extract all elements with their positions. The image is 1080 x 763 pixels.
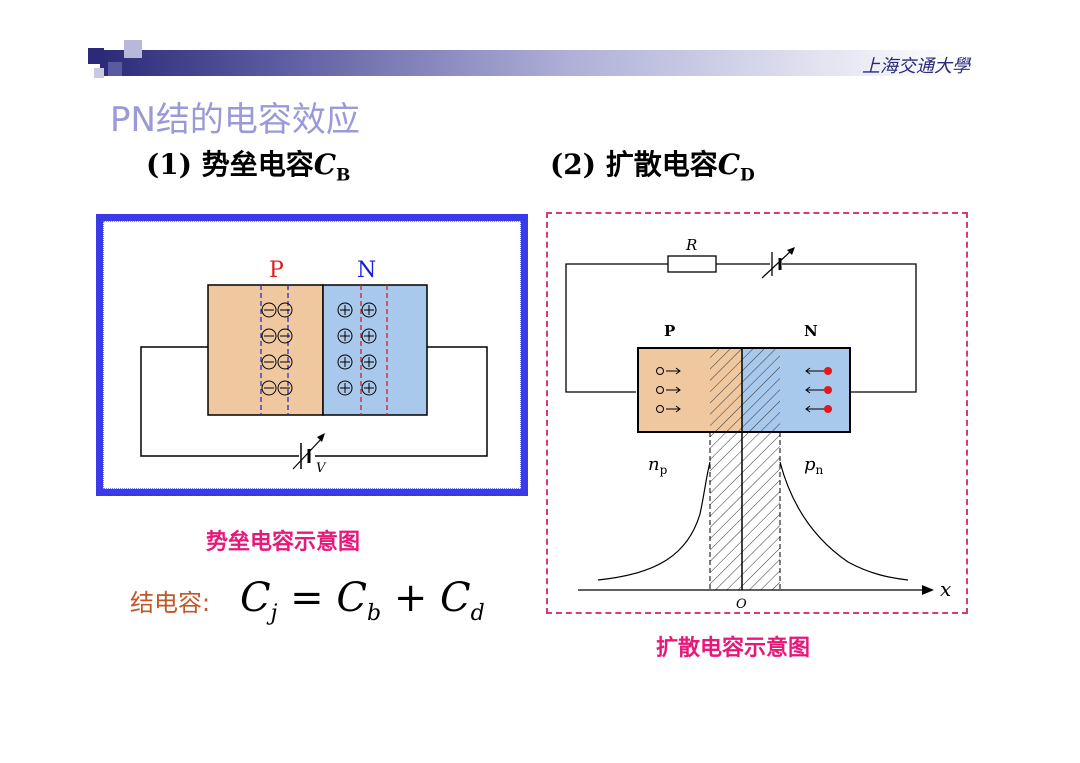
formula-term2: C <box>440 575 471 621</box>
subtitle-barrier: (1) 势垒电容CB <box>146 143 350 186</box>
voltage-label: V <box>316 461 327 476</box>
header-bar <box>100 50 960 76</box>
x-axis-label: x <box>940 577 951 601</box>
depletion-column-right <box>742 432 780 590</box>
depletion-hatch-right <box>742 348 780 432</box>
holes-moving-right <box>656 367 681 413</box>
diffusion-circuit-right <box>782 263 917 393</box>
barrier-capacitance-panel: V P <box>96 214 528 496</box>
header-square-1 <box>88 48 104 64</box>
diffusion-capacitance-panel: R P N <box>546 212 968 614</box>
n-label: N <box>357 258 376 283</box>
formula-term1: C <box>336 575 367 621</box>
subtitle-barrier-num: (1) <box>146 148 192 181</box>
x-axis-arrow <box>922 585 934 595</box>
resistor-label: R <box>685 236 697 254</box>
resistor <box>667 255 717 273</box>
formula-eq: = <box>290 575 324 621</box>
subtitle-diffusion-symbol: C <box>717 148 741 181</box>
formula-lhs-sub: j <box>270 601 278 626</box>
pn-label-sub: n <box>816 463 824 477</box>
diffusion-variable-arrow-head <box>787 247 795 255</box>
barrier-caption: 势垒电容示意图 <box>206 530 361 555</box>
p-label: P <box>269 258 284 283</box>
header-square-2 <box>108 62 122 76</box>
junction-capacitance-formula: Cj = Cb + Cd <box>240 575 485 626</box>
subtitle-diffusion-text: 扩散电容 <box>605 148 718 181</box>
subtitle-barrier-symbol: C <box>313 148 337 181</box>
subtitle-diffusion-num: (2) <box>550 148 596 181</box>
diffusion-variable-arrow <box>761 249 793 279</box>
formula-lhs: C <box>240 575 271 621</box>
header-square-3 <box>124 40 142 58</box>
pn-label-main: p <box>804 454 816 475</box>
negative-ions <box>261 302 293 396</box>
diffusion-diagram: R P N <box>565 236 951 612</box>
diffusion-caption: 扩散电容示意图 <box>656 636 811 661</box>
variable-arrow-head <box>317 433 325 442</box>
pn-label: pn <box>804 454 824 477</box>
subtitle-barrier-sub: B <box>336 165 351 186</box>
barrier-circuit-wire-right <box>315 346 488 457</box>
n-region <box>322 284 428 416</box>
np-label: np <box>648 454 668 477</box>
electrons-moving-left <box>805 367 832 413</box>
depletion-hatch-left <box>710 348 742 432</box>
formula-term1-sub: b <box>367 601 382 626</box>
positive-ions <box>337 302 377 396</box>
np-label-main: n <box>648 454 660 475</box>
formula-plus: + <box>393 575 428 621</box>
subtitle-diffusion-sub: D <box>740 165 755 186</box>
subtitle-barrier-text: 势垒电容 <box>201 148 314 181</box>
slide-title: PN结的电容效应 <box>110 100 360 140</box>
depletion-column-left <box>710 432 742 590</box>
origin-label: O <box>736 597 747 612</box>
header-square-4 <box>94 68 104 78</box>
formula-term2-sub: d <box>470 601 485 626</box>
pn-curve <box>779 461 909 581</box>
variable-arrow <box>292 436 324 470</box>
p-region <box>207 284 324 416</box>
barrier-diagram: V P <box>140 258 488 476</box>
np-curve <box>597 461 711 581</box>
barrier-circuit-wire <box>140 346 299 457</box>
junction-capacitance-label: 结电容: <box>130 589 211 617</box>
diffusion-circuit-left <box>565 263 668 393</box>
subtitle-diffusion: (2) 扩散电容CD <box>550 143 755 186</box>
diffusion-p-label: P <box>664 322 675 340</box>
university-logo: 上海交通大學 <box>862 56 970 77</box>
np-label-sub: p <box>660 463 668 477</box>
diffusion-n-label: N <box>804 322 818 340</box>
